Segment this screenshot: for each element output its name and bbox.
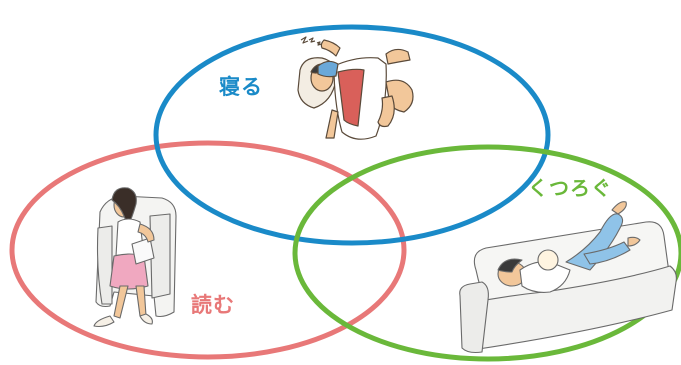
relax-label: くつろぐ bbox=[528, 176, 612, 200]
person-sleeping-illustration bbox=[297, 36, 414, 140]
read-ellipse bbox=[9, 140, 407, 360]
girl-reading-in-armchair-illustration bbox=[93, 187, 177, 328]
relax-ellipse bbox=[292, 144, 681, 362]
sleep-label: 寝る bbox=[219, 75, 263, 99]
person-lying-on-sofa-illustration bbox=[459, 201, 677, 354]
sleep-ellipse bbox=[153, 24, 551, 246]
read-label: 読む bbox=[191, 293, 235, 317]
